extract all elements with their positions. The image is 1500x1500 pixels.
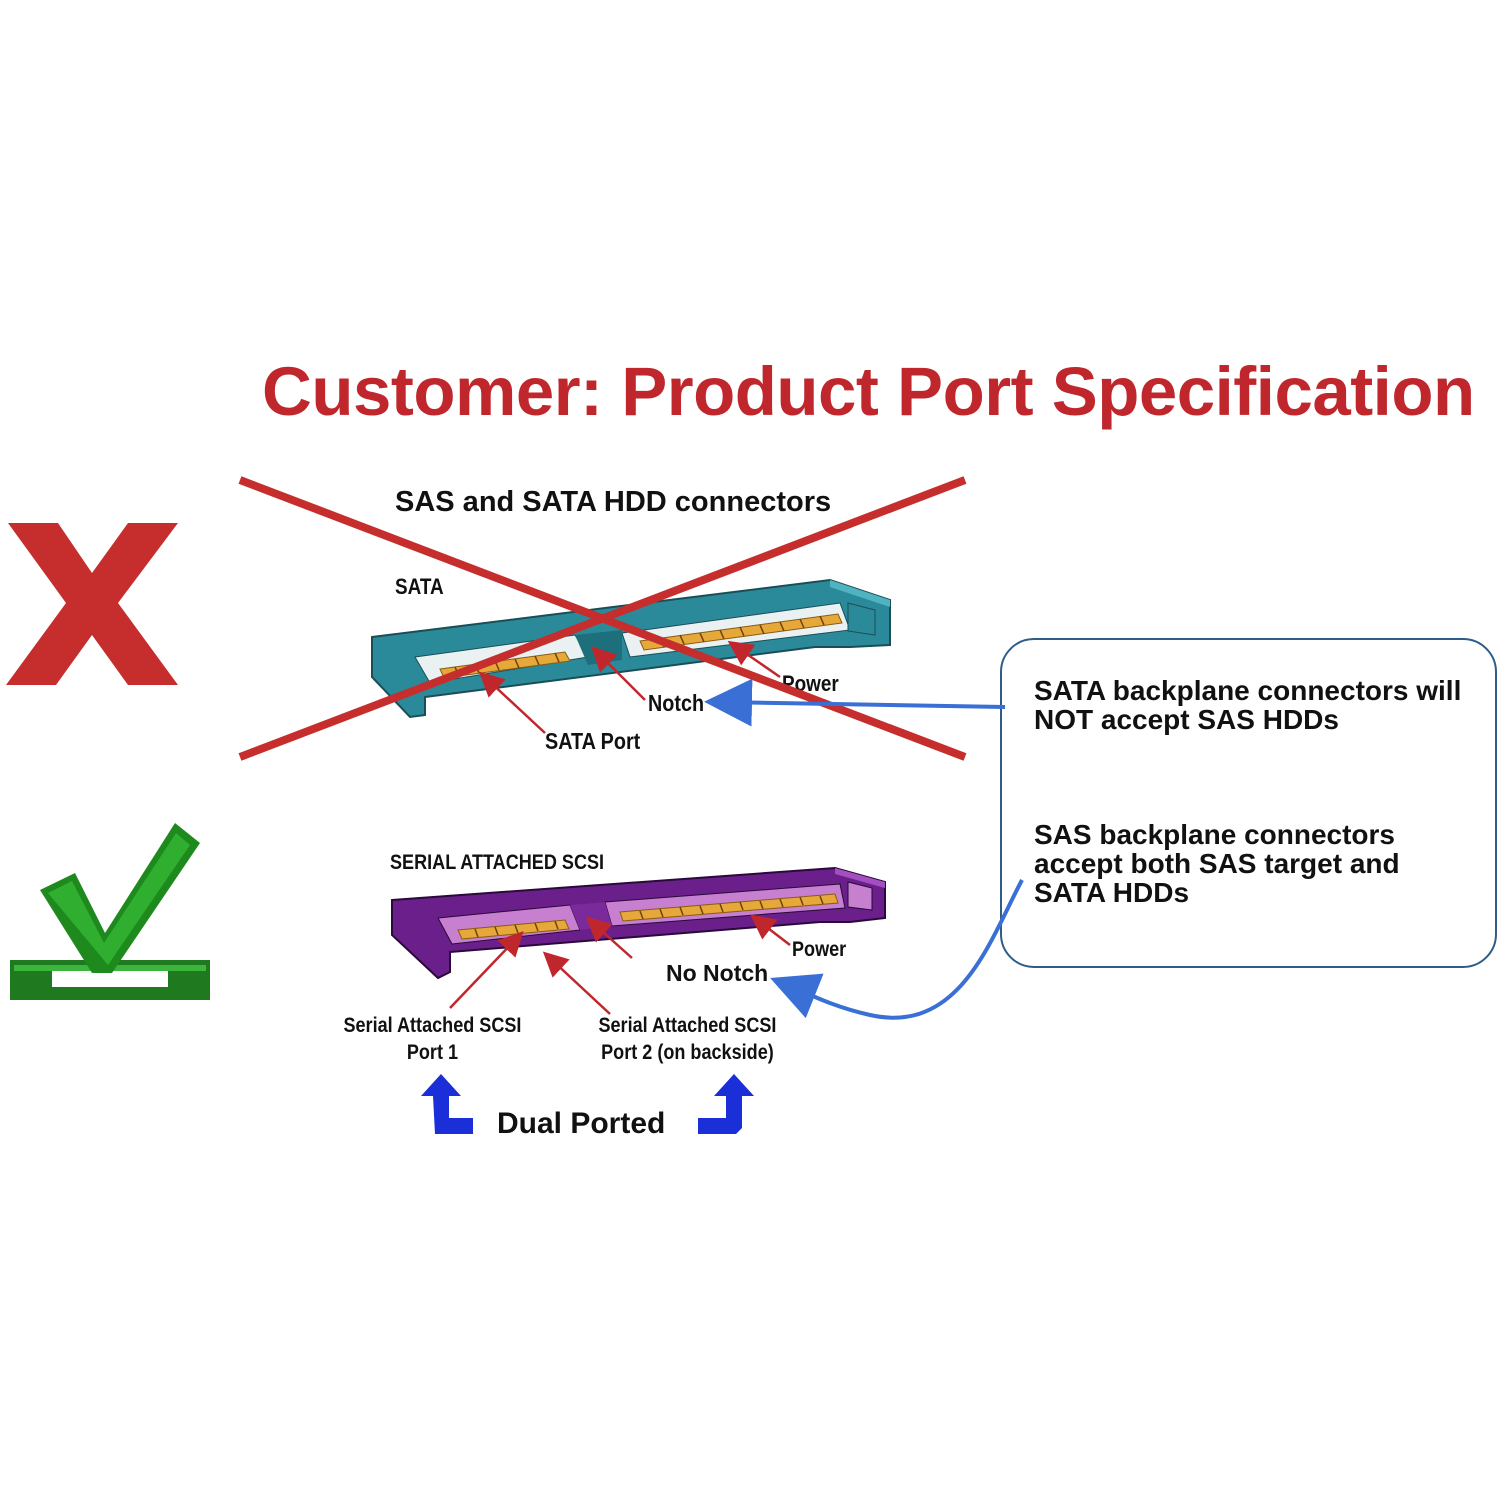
sas-power-label: Power (792, 938, 847, 961)
notch-label: Notch (648, 690, 705, 716)
sata-power-pointer (727, 640, 781, 679)
dual-arrow-left-icon (421, 1074, 473, 1134)
sas-port2-label: Serial Attached SCSI Port 2 (on backside… (598, 1014, 777, 1064)
sata-port-label: SATA Port (545, 728, 641, 754)
sas-port2-pointer (542, 951, 611, 1015)
sata-label: SATA (395, 574, 444, 599)
no-notch-pointer (585, 916, 633, 959)
red-x-icon (6, 523, 178, 685)
callout-box (1000, 638, 1497, 968)
dual-ported-label: Dual Ported (497, 1107, 666, 1140)
page-title: Customer: Product Port Specification (262, 353, 1475, 430)
sas-port1-pointer (449, 930, 524, 1009)
notch-pointer (591, 646, 646, 701)
dual-arrow-right-icon (698, 1074, 754, 1134)
sas-label: SERIAL ATTACHED SCSI (390, 851, 605, 874)
no-notch-label: No Notch (666, 960, 769, 986)
sas-backplane-note: SAS backplane connectors accept both SAS… (1034, 819, 1400, 908)
green-check-icon (10, 823, 210, 1000)
sas-port1-label: Serial Attached SCSI Port 1 (343, 1014, 522, 1064)
sata-callout-arrow (704, 678, 1006, 727)
sata-backplane-note: SATA backplane connectors will NOT accep… (1034, 675, 1462, 735)
diagram-heading: SAS and SATA HDD connectors (395, 486, 832, 518)
sas-callout-arrow (770, 879, 1024, 1020)
sas-power-pointer (750, 914, 791, 946)
sata-port-pointer (478, 671, 546, 734)
